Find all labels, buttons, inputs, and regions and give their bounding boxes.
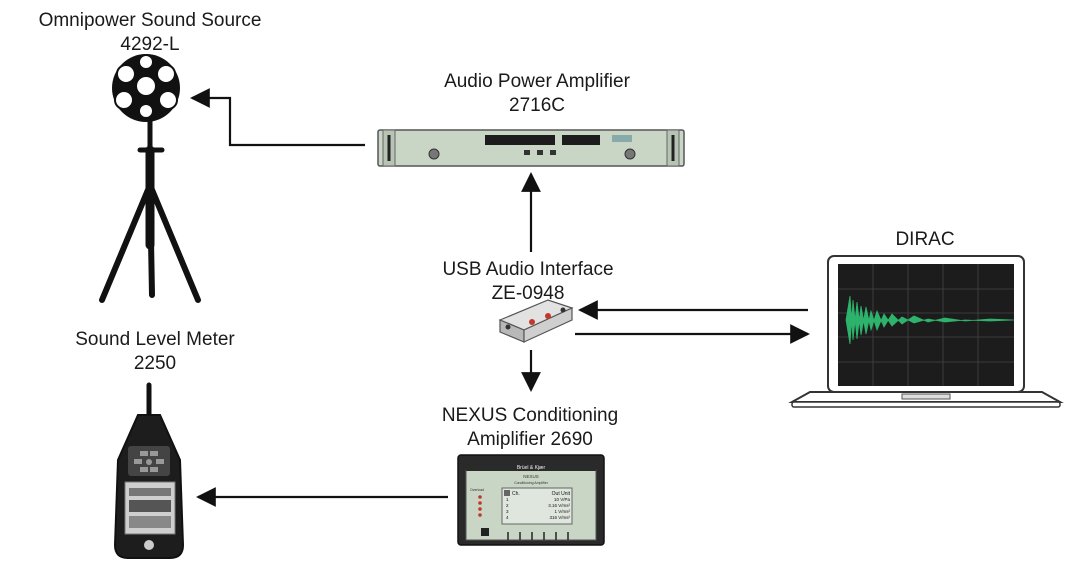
- omnipower-speaker-image: [99, 54, 201, 303]
- dirac-laptop-image: [788, 255, 1064, 408]
- amplifier-model: 2716C: [509, 95, 565, 116]
- nexus-channel-number: 4: [506, 515, 509, 520]
- usb-interface-label: USB Audio Interface ZE-0948: [378, 258, 678, 306]
- sound-source-model: 4292-L: [120, 34, 180, 55]
- sound-source-name: Omnipower Sound Source: [38, 10, 262, 31]
- nexus-channel-rows: 1 10 V/Pa 2 3.16 V/ms² 3 1 V/ms² 4 316 V…: [506, 497, 570, 520]
- nexus-channel-unit: 3.16 V/ms²: [548, 503, 570, 508]
- nexus-channel-unit: 316 V/ms²: [549, 515, 570, 520]
- nexus-channel-number: 2: [506, 503, 509, 508]
- nexus-model: Amiplifier 2690: [467, 429, 593, 450]
- sound-level-meter-name: Sound Level Meter: [75, 329, 235, 350]
- nexus-brand: Brüel & Kjær: [517, 465, 546, 471]
- nexus-label: NEXUS Conditioning Amiplifier 2690: [380, 404, 680, 452]
- nexus-overload-label: Overload: [470, 488, 484, 492]
- dirac-label: DIRAC: [865, 228, 985, 252]
- amplifier-name: Audio Power Amplifier: [444, 71, 630, 92]
- sound-level-meter-label: Sound Level Meter 2250: [5, 328, 305, 376]
- sound-level-meter-model: 2250: [133, 353, 177, 374]
- nexus-unit-header: Out Unit: [552, 491, 571, 497]
- connection-arrows: [190, 88, 810, 507]
- nexus-name: NEXUS Conditioning: [441, 405, 619, 426]
- nexus-channel-number: 1: [506, 497, 509, 502]
- amplifier-label: Audio Power Amplifier 2716C: [387, 70, 687, 118]
- nexus-amplifier-image: Brüel & Kjær NEXUS Conditioning Amplifie…: [457, 454, 605, 546]
- nexus-channel-unit: 10 V/Pa: [554, 497, 571, 502]
- nexus-panel-title: NEXUS: [523, 474, 539, 479]
- usb-interface-model: ZE-0948: [491, 283, 565, 304]
- impulse-response-waveform: [845, 295, 1015, 345]
- amp-to-speaker-arrow: [190, 88, 365, 147]
- power-amplifier-image: [377, 129, 685, 167]
- nexus-panel-subtitle: Conditioning Amplifier: [514, 481, 549, 485]
- usb-interface-image: [498, 299, 574, 343]
- sound-source-label: Omnipower Sound Source 4292-L: [0, 9, 300, 57]
- usb-interface-name: USB Audio Interface: [442, 259, 614, 280]
- nexus-channel-header: Ch.: [512, 491, 520, 497]
- nexus-channel-number: 3: [506, 509, 509, 514]
- dirac-name: DIRAC: [895, 229, 955, 250]
- sound-level-meter-image: [113, 382, 185, 559]
- nexus-channel-unit: 1 V/ms²: [554, 509, 570, 514]
